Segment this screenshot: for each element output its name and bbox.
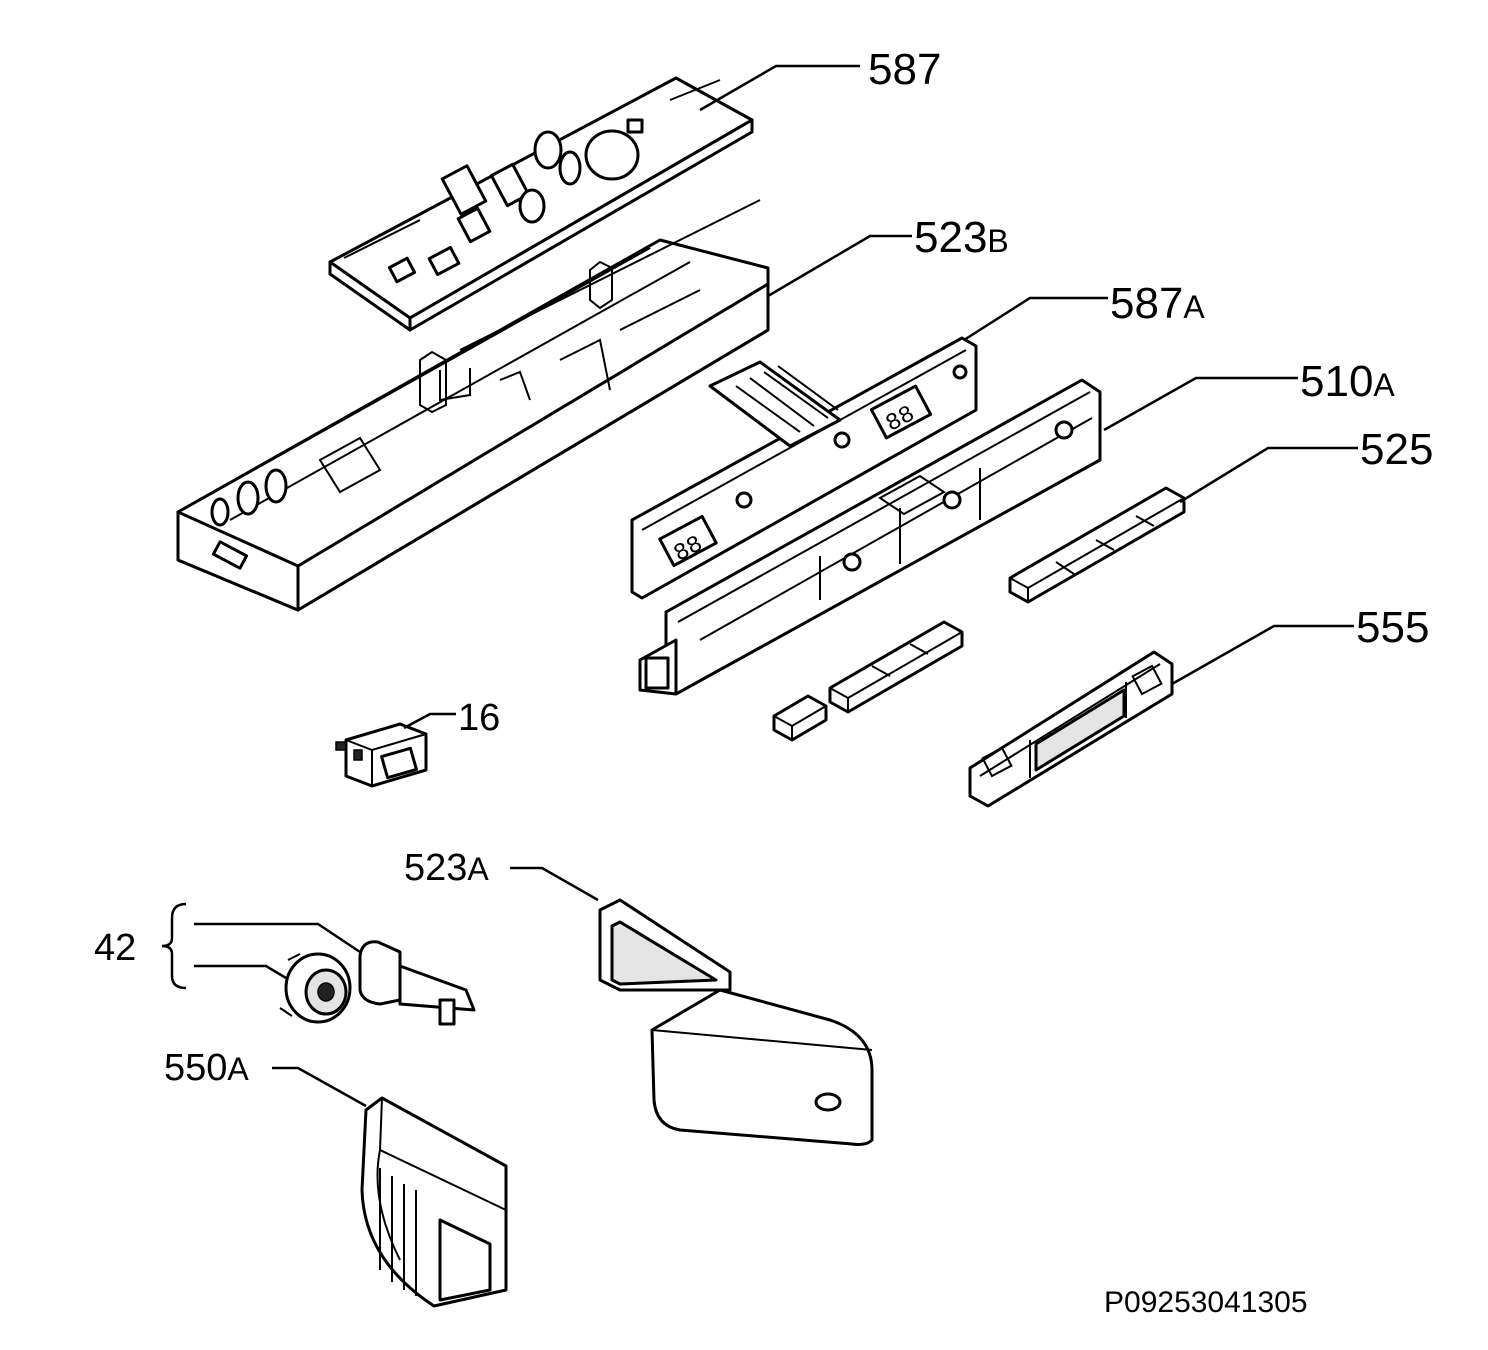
leader-42-a	[194, 922, 361, 954]
part-523a-end-cap	[598, 898, 874, 1146]
part-523b-housing	[176, 199, 770, 612]
callout-labels: 587 523B 587A 510A 525 555 16 523A 42 55…	[94, 45, 1433, 1319]
leader-523b	[767, 234, 912, 298]
leader-555	[1171, 624, 1354, 686]
brace-42	[161, 902, 187, 990]
leader-587	[699, 64, 860, 112]
callout-16: 16	[458, 697, 500, 739]
part-587-circuit-board	[328, 76, 754, 332]
leader-lines	[161, 64, 1358, 1108]
callout-525: 525	[1360, 425, 1433, 474]
leader-550a	[272, 1066, 367, 1108]
callout-42: 42	[94, 927, 136, 969]
leader-42-b	[194, 964, 287, 980]
callout-555: 555	[1356, 603, 1429, 652]
reference-code: P09253041305	[1104, 1286, 1308, 1319]
callout-523b: 523B	[914, 213, 1009, 262]
part-510a-button-panel	[638, 378, 1102, 696]
part-525-button-strip-upper	[1008, 486, 1186, 604]
callout-587: 587	[868, 45, 941, 94]
part-16-switch	[335, 722, 428, 788]
part-525-button-strip-lower	[772, 620, 964, 742]
leader-523a	[510, 866, 599, 902]
callout-510a: 510A	[1300, 357, 1395, 406]
part-587a-display-board: 88 88	[630, 336, 978, 600]
callout-523a: 523A	[404, 847, 489, 889]
part-42-knob-assembly	[279, 940, 476, 1026]
leader-525	[1179, 446, 1358, 504]
leader-510a	[1103, 376, 1298, 432]
callout-550a: 550A	[164, 1047, 249, 1089]
callout-587a: 587A	[1110, 279, 1205, 328]
part-555-cover-strip	[968, 650, 1174, 808]
part-550a-end-cap	[360, 1096, 508, 1308]
leader-587a	[963, 296, 1108, 342]
leader-16	[403, 712, 456, 730]
